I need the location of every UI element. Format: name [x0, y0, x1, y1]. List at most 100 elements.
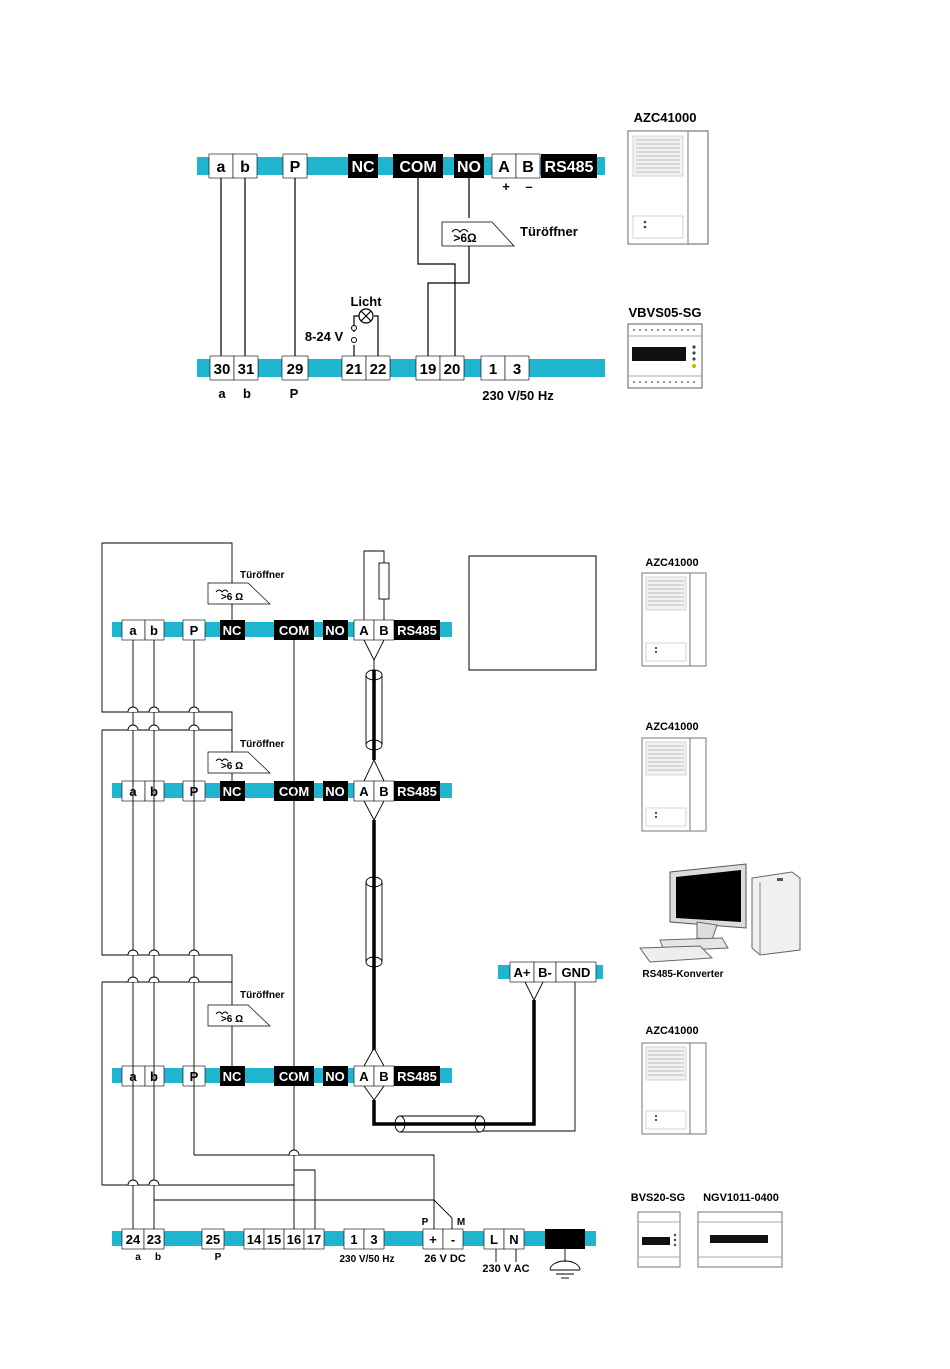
door-opener-symbol: >6 Ω: [221, 592, 243, 603]
sublabel-b: b: [155, 1252, 161, 1263]
door-opener-icon: >6Ω: [441, 221, 515, 247]
terminal-label: B: [379, 1069, 388, 1084]
polarity-minus: –: [525, 179, 532, 194]
rs485-splitters: [363, 639, 545, 1101]
lamp-icon: [358, 308, 374, 324]
terminal-label: 21: [346, 361, 363, 378]
cable-shields: [365, 669, 486, 1133]
terminal-21: 21: [341, 355, 367, 381]
supply-label: 230 V/50 Hz: [339, 1254, 394, 1265]
terminal-label: L: [490, 1232, 498, 1247]
door-opener-icon: >6 Ω: [207, 751, 271, 774]
terminal-label: 17: [307, 1232, 321, 1247]
terminal-label: -: [451, 1232, 455, 1247]
terminal-29: 29: [281, 355, 309, 381]
terminal-com: COM: [393, 154, 443, 178]
voltage-label: 8-24 V: [305, 329, 344, 344]
terminal-label: A+: [514, 965, 531, 980]
terminal-label: 3: [370, 1232, 377, 1247]
terminal-label: +: [429, 1232, 437, 1247]
terminal-label: 16: [287, 1232, 301, 1247]
bottom-bus-2: 24 23 25 14 15 16 17 1 3 + - L N: [112, 1228, 596, 1250]
sublabel-p: P: [215, 1252, 222, 1263]
p-label: P: [422, 1217, 429, 1228]
terminal-label: a: [217, 159, 226, 176]
polarity-plus: +: [502, 179, 510, 194]
terminal-label: RS485: [545, 159, 594, 176]
terminal-label: 14: [247, 1232, 262, 1247]
terminal-label: b: [240, 159, 250, 176]
terminal-label: B: [522, 159, 534, 176]
computer-icon: [639, 863, 801, 963]
terminal-label: RS485: [397, 623, 437, 638]
terminal-label: COM: [279, 623, 309, 638]
terminal-label: b: [150, 623, 158, 638]
device-label: BVS20-SG: [631, 1192, 685, 1204]
terminal-label: 3: [513, 361, 521, 378]
terminal-label: NO: [325, 623, 345, 638]
wires-1: [220, 178, 470, 356]
terminal-label: NC: [223, 1069, 242, 1084]
terminal-label: 22: [370, 361, 387, 378]
station-1: a b P NC COM NO A B RS485: [112, 619, 452, 641]
door-opener-label: Türöffner: [240, 990, 285, 1001]
ac-label: 230 V AC: [482, 1263, 529, 1275]
device-label: AZC41000: [645, 557, 698, 569]
station-2: a b P NC COM NO A B RS485: [112, 780, 452, 802]
terminal-label: B-: [538, 965, 552, 980]
intercom-panel-icon: [641, 1042, 707, 1135]
sublabel-p: P: [290, 386, 299, 401]
power-supply-icon: [697, 1211, 783, 1268]
door-opener-symbol: >6Ω: [453, 231, 477, 245]
converter-label: RS485-Konverter: [642, 969, 723, 980]
rs485-bus: [372, 670, 536, 1126]
terminal-22: 22: [365, 355, 391, 381]
terminal-label: N: [509, 1232, 518, 1247]
terminal-b: b: [232, 153, 258, 179]
device-label: AZC41000: [634, 110, 697, 125]
converter-terminals: A+ B- GND: [498, 961, 603, 983]
terminal-no: NO: [454, 154, 484, 178]
diagram-2: a b P NC COM NO A B RS485 a b P NC COM N…: [101, 542, 801, 1279]
terminal-label: RS485: [397, 1069, 437, 1084]
terminal-1: 1: [480, 355, 506, 381]
door-opener-label: Türöffner: [520, 224, 578, 239]
intercom-panel-icon: [641, 572, 707, 667]
sublabel-a: a: [218, 386, 226, 401]
door-opener-symbol: >6 Ω: [221, 761, 243, 772]
terminal-label: A: [359, 1069, 369, 1084]
ground-icon: [549, 1249, 581, 1279]
door-opener-symbol: >6 Ω: [221, 1014, 243, 1025]
terminal-label: A: [359, 623, 369, 638]
terminal-30: 30: [209, 355, 235, 381]
terminal-label: 30: [214, 361, 231, 378]
terminal-19: 19: [415, 355, 441, 381]
terminal-label: P: [290, 159, 301, 176]
door-opener-icon: >6 Ω: [207, 582, 271, 605]
terminal-label: B: [379, 784, 388, 799]
terminal-label: 19: [420, 361, 437, 378]
terminal-label: NO: [325, 1069, 345, 1084]
door-opener-label: Türöffner: [240, 739, 285, 750]
terminal-3: 3: [504, 355, 530, 381]
terminal-label: 1: [489, 361, 497, 378]
sublabel-a: a: [135, 1252, 141, 1263]
terminal-label: 15: [267, 1232, 281, 1247]
diagram-1: a b P NC COM NO A B RS485 + – 30 31 29 2…: [197, 110, 709, 403]
power-supply-icon: [637, 1211, 681, 1268]
terminal-label: 31: [238, 361, 255, 378]
empty-box: [468, 555, 597, 671]
terminal-label: GND: [562, 965, 591, 980]
dc-label: 26 V DC: [424, 1253, 466, 1265]
terminal-label: NC: [223, 623, 242, 638]
device-label: AZC41000: [645, 1025, 698, 1037]
terminal-label: NO: [325, 784, 345, 799]
station-3: a b P NC COM NO A B RS485: [112, 1065, 452, 1087]
m-label: M: [457, 1217, 465, 1228]
terminal-A: A: [491, 153, 517, 179]
light-label: Licht: [350, 294, 382, 309]
terminal-label: 23: [147, 1232, 161, 1247]
sublabel-b: b: [243, 386, 251, 401]
device-label: VBVS05-SG: [629, 305, 702, 320]
